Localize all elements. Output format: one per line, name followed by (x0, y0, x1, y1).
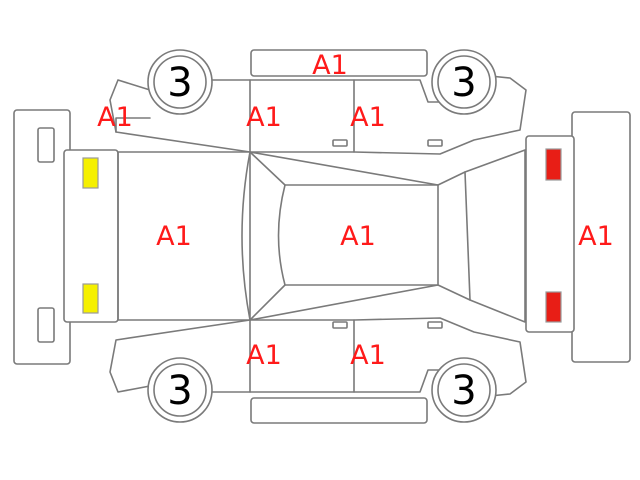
front-bumper (13, 109, 71, 365)
damage-code-front-left-door: A1 (246, 102, 282, 133)
damage-code-hood: A1 (156, 221, 192, 252)
damage-code-rear-bumper: A1 (578, 221, 614, 252)
side-skirt-top (250, 49, 428, 77)
side-skirt-bottom (250, 397, 428, 424)
wheel-code-rear-left: 3 (451, 60, 476, 106)
damage-code-rear-left-door: A1 (350, 102, 386, 133)
damage-code-front-right-door: A1 (246, 340, 282, 371)
wheel-code-rear-right: 3 (451, 368, 476, 414)
front-lamp-top (82, 157, 99, 189)
lower-side-panels (109, 317, 527, 397)
rear-lamp-top (545, 148, 562, 181)
rear-lamp-bottom (545, 291, 562, 323)
wheel-rear-right: 3 (431, 357, 497, 423)
wheel-code-front-right: 3 (167, 368, 192, 414)
wheel-front-left: 3 (147, 49, 213, 115)
wheel-rear-left: 3 (431, 49, 497, 115)
damage-code-front-left-fender: A1 (97, 102, 133, 133)
upper-side-panels (109, 75, 527, 155)
damage-code-side-skirt-top: A1 (312, 50, 348, 81)
front-lamp-bottom (82, 283, 99, 314)
wheel-code-front-left: 3 (167, 60, 192, 106)
wheel-front-right: 3 (147, 357, 213, 423)
damage-code-rear-right-door: A1 (350, 340, 386, 371)
car-body-top-view (63, 135, 575, 333)
damage-code-roof: A1 (340, 221, 376, 252)
